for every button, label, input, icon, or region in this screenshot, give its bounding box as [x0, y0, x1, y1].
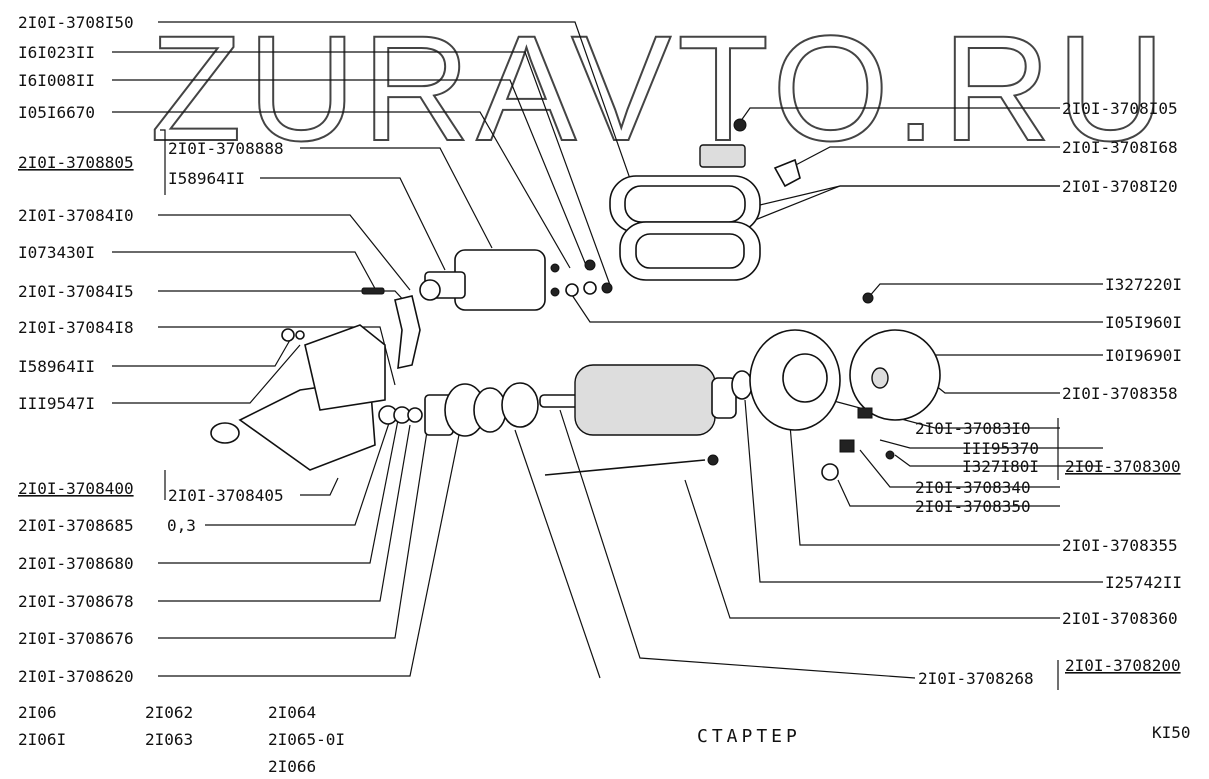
sheet-number: KI50 — [1152, 723, 1191, 742]
label-III9547I: III9547I — [18, 394, 95, 413]
label-2I0I-3708360: 2I0I-3708360 — [1062, 609, 1178, 628]
label-2I0I-3708805: 2I0I-3708805 — [18, 153, 134, 172]
label-I25742II: I25742II — [1105, 573, 1182, 592]
model-2I063: 2I063 — [145, 730, 193, 749]
field-coils — [609, 118, 801, 281]
label-2I0I-3708620: 2I0I-3708620 — [18, 667, 134, 686]
label-2I0I-3708I68: 2I0I-3708I68 — [1062, 138, 1178, 157]
model-2I06: 2I06 — [18, 703, 57, 722]
label-shim-thickness: 0,3 — [167, 516, 196, 535]
label-2I0I-3708350: 2I0I-3708350 — [915, 497, 1031, 516]
label-2I0I-3708676: 2I0I-3708676 — [18, 629, 134, 648]
model-2I06I: 2I06I — [18, 730, 66, 749]
solenoid — [419, 249, 613, 311]
label-2I0I-3708888: 2I0I-3708888 — [168, 139, 284, 158]
label-I58964II-top: I58964II — [168, 169, 245, 188]
label-2I0I-3708405: 2I0I-3708405 — [168, 486, 284, 505]
left-part-labels: 2I0I-3708I50 I6I023II I6I008II I05I6670 … — [18, 13, 284, 686]
label-I327I80I: I327I80I — [962, 457, 1039, 476]
label-I327220I: I327220I — [1105, 275, 1182, 294]
label-2I0I-3708678: 2I0I-3708678 — [18, 592, 134, 611]
pinion-clutch — [378, 382, 539, 437]
diagram-title: СТАРТЕР — [697, 726, 801, 747]
label-2I0I-3708355: 2I0I-3708355 — [1062, 536, 1178, 555]
drive-end-housing — [210, 324, 386, 471]
drive-lever-and-pin — [361, 287, 421, 370]
leader-lines — [112, 21, 1103, 690]
label-2I0I-3708268: 2I0I-3708268 — [918, 669, 1034, 688]
label-III95370: III95370 — [962, 439, 1039, 458]
commutator-end-housing — [749, 292, 941, 481]
label-I05I960I: I05I960I — [1105, 313, 1182, 332]
label-2I0I-37083I0: 2I0I-37083I0 — [915, 419, 1031, 438]
label-2I0I-37084I0: 2I0I-37084I0 — [18, 206, 134, 225]
armature — [539, 364, 753, 476]
label-2I0I-3708400: 2I0I-3708400 — [18, 479, 134, 498]
label-I073430I: I073430I — [18, 243, 95, 262]
label-2I0I-3708358: 2I0I-3708358 — [1062, 384, 1178, 403]
label-I05I6670: I05I6670 — [18, 103, 95, 122]
label-2I0I-3708680: 2I0I-3708680 — [18, 554, 134, 573]
model-2I064: 2I064 — [268, 703, 316, 722]
model-2I062: 2I062 — [145, 703, 193, 722]
label-I6I008II: I6I008II — [18, 71, 95, 90]
label-2I0I-3708300: 2I0I-3708300 — [1065, 457, 1181, 476]
right-part-labels: 2I0I-3708I05 2I0I-3708I68 2I0I-3708I20 I… — [915, 99, 1182, 688]
label-2I0I-3708340: 2I0I-3708340 — [915, 478, 1031, 497]
label-2I0I-3708I05: 2I0I-3708I05 — [1062, 99, 1178, 118]
model-2I065-0I: 2I065-0I — [268, 730, 345, 749]
label-2I0I-3708685: 2I0I-3708685 — [18, 516, 134, 535]
watermark: ZURAVTO.RU — [150, 4, 1171, 172]
label-I58964II-bottom: I58964II — [18, 357, 95, 376]
label-2I0I-3708200: 2I0I-3708200 — [1065, 656, 1181, 675]
label-2I0I-3708I50: 2I0I-3708I50 — [18, 13, 134, 32]
label-2I0I-37084I8: 2I0I-37084I8 — [18, 318, 134, 337]
footer: 2I06 2I06I 2I062 2I063 2I064 2I065-0I 2I… — [18, 703, 1191, 776]
label-2I0I-37084I5: 2I0I-37084I5 — [18, 282, 134, 301]
label-I6I023II: I6I023II — [18, 43, 95, 62]
label-I0I9690I: I0I9690I — [1105, 346, 1182, 365]
model-2I066: 2I066 — [268, 757, 316, 776]
label-2I0I-3708I20: 2I0I-3708I20 — [1062, 177, 1178, 196]
